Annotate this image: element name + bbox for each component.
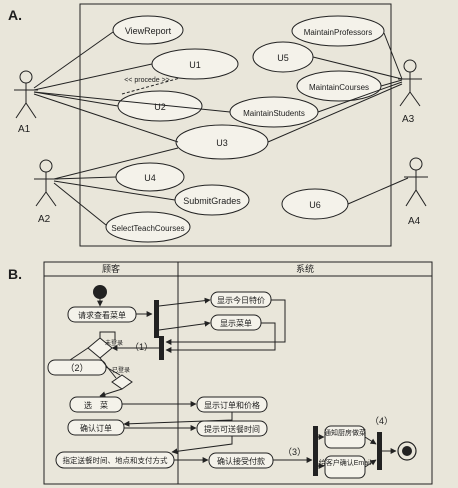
action-show-delivery-time: 提示可送餐时间 bbox=[196, 420, 268, 437]
assoc-a3-maintain-courses bbox=[380, 79, 403, 87]
action-confirm-order-label: 确认订单 bbox=[80, 423, 112, 433]
blank-1-label: （1） bbox=[130, 342, 153, 352]
usecase-maintain-professors-label: MaintainProfessors bbox=[304, 28, 372, 37]
assoc-a1-view-report bbox=[33, 31, 114, 89]
action-show-order-price: 显示订单和价格 bbox=[196, 396, 268, 413]
assoc-a1-u2 bbox=[33, 91, 119, 107]
action-choose-dish: 选 菜 bbox=[69, 396, 123, 413]
not-logged-in-flow bbox=[99, 331, 116, 340]
actor-a2-label: A2 bbox=[38, 214, 51, 225]
blank-4-label: （4） bbox=[370, 416, 393, 426]
actor-a3: A3 bbox=[398, 59, 422, 125]
join-bar-4 bbox=[377, 432, 382, 470]
actor-a4: A4 bbox=[404, 157, 428, 227]
action-request-menu: 请求查看菜单 bbox=[67, 306, 137, 323]
action-show-today-label: 显示今日特价 bbox=[217, 295, 265, 305]
action-show-delivery-time-label: 提示可送餐时间 bbox=[204, 424, 260, 434]
usecase-u4: U4 bbox=[115, 162, 185, 192]
usecase-u5-label: U5 bbox=[277, 53, 289, 63]
activity-frame bbox=[43, 261, 433, 485]
usecase-u2: U2 bbox=[117, 90, 203, 122]
action-confirm-payment-label: 确认接受付款 bbox=[217, 456, 265, 466]
usecase-u1-label: U1 bbox=[189, 60, 201, 70]
usecase-u3-label: U3 bbox=[216, 138, 228, 148]
usecase-maintain-students: MaintainStudents bbox=[229, 96, 319, 128]
blank-3-label: （3） bbox=[283, 447, 306, 457]
assoc-a3-u3 bbox=[267, 83, 403, 143]
action-notify-kitchen: 通知厨房做菜 bbox=[324, 425, 366, 449]
usecase-maintain-courses: MaintainCourses bbox=[296, 70, 382, 102]
usecase-u6: U6 bbox=[281, 188, 349, 220]
assoc-a3-maintain-professors bbox=[383, 32, 403, 80]
assoc-a1-u1 bbox=[33, 63, 153, 91]
usecase-select-teach-courses-label: SelectTeachCourses bbox=[111, 224, 184, 233]
assoc-a3-maintain-students bbox=[317, 81, 403, 113]
actor-a2: A2 bbox=[34, 159, 58, 225]
usecase-u1: U1 bbox=[151, 48, 239, 80]
assoc-a1-maintain-students bbox=[33, 91, 231, 113]
procede-relation-line bbox=[121, 77, 181, 95]
usecase-select-teach-courses: SelectTeachCourses bbox=[105, 211, 191, 243]
assoc-a2-select-teach-courses bbox=[53, 182, 107, 226]
actor-a1-label: A1 bbox=[18, 124, 31, 135]
section-b-label: B. bbox=[8, 266, 22, 282]
actor-a1: A1 bbox=[14, 70, 38, 135]
action-set-delivery-label: 指定送餐时间、地点和支付方式 bbox=[63, 455, 168, 465]
usecase-u5: U5 bbox=[252, 41, 314, 73]
final-node bbox=[397, 441, 417, 461]
system-boundary bbox=[79, 3, 392, 247]
assoc-a4-u6 bbox=[347, 177, 409, 205]
usecase-u6-label: U6 bbox=[309, 200, 321, 210]
action-send-email: 给客户确认Email bbox=[319, 455, 372, 479]
usecase-view-report: ViewReport bbox=[112, 15, 184, 45]
assoc-a2-submit-grades bbox=[53, 180, 176, 201]
usecase-submit-grades-label: SubmitGrades bbox=[183, 196, 241, 206]
logged-in-label: 已登录 bbox=[112, 366, 130, 374]
action-choose-dish-label: 选 菜 bbox=[84, 400, 108, 410]
action-confirm-order: 确认订单 bbox=[67, 419, 125, 436]
action-set-delivery: 指定送餐时间、地点和支付方式 bbox=[55, 451, 175, 469]
action-send-email-label: 给客户确认Email bbox=[319, 458, 372, 467]
lane-system-label: 系统 bbox=[296, 263, 314, 274]
action-show-order-price-label: 显示订单和价格 bbox=[204, 400, 260, 410]
initial-node bbox=[93, 285, 107, 299]
not-logged-in-label: 未登录 bbox=[105, 339, 123, 347]
fork-bar-3 bbox=[313, 426, 318, 476]
join-bar-2 bbox=[159, 336, 164, 360]
assoc-a3-u5 bbox=[312, 56, 403, 80]
assoc-a2-u4 bbox=[53, 176, 117, 180]
actor-a3-label: A3 bbox=[402, 114, 415, 125]
action-show-menu-label: 显示菜单 bbox=[220, 318, 252, 328]
usecase-u4-label: U4 bbox=[144, 173, 156, 183]
assoc-a2-u3 bbox=[53, 147, 179, 180]
action-show-menu: 显示菜单 bbox=[210, 314, 262, 331]
usecase-maintain-students-label: MaintainStudents bbox=[243, 109, 305, 118]
fork-bar-1 bbox=[154, 300, 159, 338]
action-blank-2: （2） bbox=[47, 359, 107, 376]
actor-a4-label: A4 bbox=[408, 216, 421, 227]
action-show-today: 显示今日特价 bbox=[210, 291, 272, 308]
action-request-menu-label: 请求查看菜单 bbox=[78, 310, 126, 320]
lane-customer-label: 顾客 bbox=[102, 263, 120, 274]
procede-label: << procede >> bbox=[124, 77, 170, 84]
usecase-u3: U3 bbox=[175, 124, 269, 160]
section-a-label: A. bbox=[8, 7, 22, 23]
blank-2-label: （2） bbox=[65, 363, 88, 373]
usecase-view-report-label: ViewReport bbox=[125, 26, 172, 36]
usecase-u2-label: U2 bbox=[154, 102, 166, 112]
action-notify-kitchen-label: 通知厨房做菜 bbox=[324, 428, 366, 437]
usecase-maintain-courses-label: MaintainCourses bbox=[309, 83, 369, 92]
action-confirm-payment: 确认接受付款 bbox=[208, 452, 274, 469]
usecase-submit-grades: SubmitGrades bbox=[174, 184, 250, 216]
usecase-maintain-professors: MaintainProfessors bbox=[291, 15, 385, 47]
assoc-a1-u3 bbox=[33, 93, 179, 143]
